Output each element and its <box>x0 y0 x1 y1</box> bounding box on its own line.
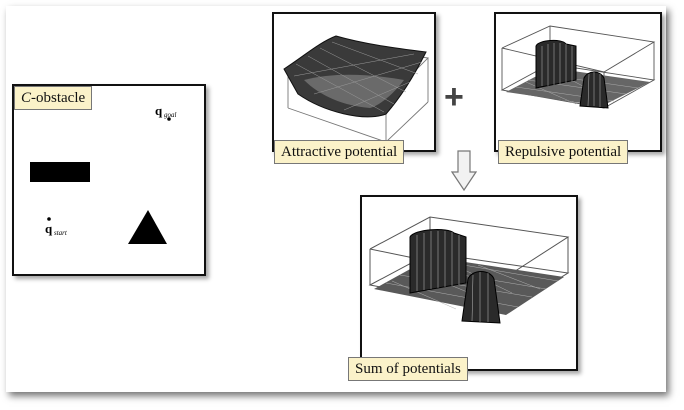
rectangle-obstacle <box>30 162 90 182</box>
sum-triangle-ridges <box>471 272 489 322</box>
attractive-mesh <box>293 41 423 113</box>
attractive-potential-label: Attractive potential <box>274 140 405 164</box>
configuration-space-drawing: q goal q start <box>30 103 177 244</box>
c-obstacle-label: C-obstacle <box>14 86 93 110</box>
start-label: q <box>45 221 53 236</box>
start-point <box>47 217 51 221</box>
c-obstacle-text: -obstacle <box>31 90 86 106</box>
rectangle-peak-ridges <box>541 43 573 86</box>
plus-sign: + <box>444 78 464 116</box>
attractive-bowl-shade <box>304 74 404 108</box>
sum-of-potentials-label: Sum of potentials <box>348 357 468 381</box>
triangle-peak-ridges <box>587 72 601 107</box>
goal-subscript: goal <box>164 111 177 119</box>
configuration-space-panel: q goal q start C-obstacle <box>12 84 206 276</box>
sum-of-potentials-panel: Sum of potentials <box>348 195 578 381</box>
repulsive-potential-panel: Repulsive potential <box>494 12 662 164</box>
sum-triangle-peak <box>461 271 501 324</box>
goal-point <box>167 117 171 121</box>
sum-rectangle-ridges <box>416 231 460 291</box>
down-arrow-icon <box>451 150 477 192</box>
start-subscript: start <box>54 229 68 237</box>
attractive-potential-panel: Attractive potential <box>272 12 436 164</box>
c-obstacle-prefix: C <box>21 90 32 106</box>
attractive-potential-surface <box>283 35 429 143</box>
repulsive-potential-surface <box>500 25 656 109</box>
repulsive-potential-label: Repulsive potential <box>498 140 629 164</box>
sum-of-potentials-surface <box>368 216 570 324</box>
triangle-obstacle <box>128 210 167 244</box>
goal-label: q <box>155 103 163 118</box>
